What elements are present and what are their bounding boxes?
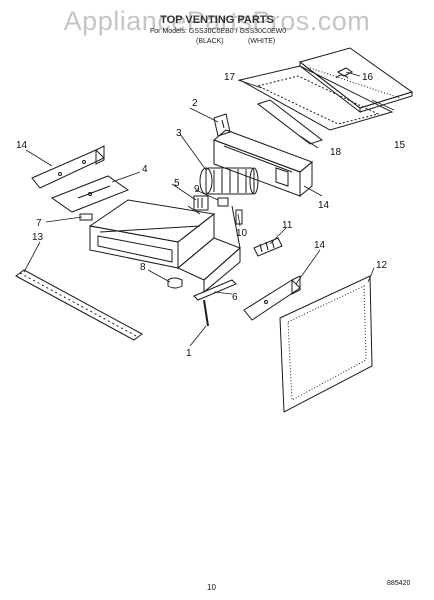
part-14-right-bracket <box>243 275 301 321</box>
part-3-blower-motor <box>199 167 259 195</box>
callout-18: 17 <box>224 72 236 83</box>
callout-19: 18 <box>330 147 342 158</box>
callout-14-left: 14 <box>16 140 28 151</box>
color-black-label: (BLACK) <box>196 38 224 45</box>
page-number: 10 <box>207 583 216 592</box>
callout-10: 10 <box>236 228 248 239</box>
part-17-clip <box>337 67 353 77</box>
part-9-switch <box>217 197 229 207</box>
part-4-mounting-plate <box>50 175 130 213</box>
callout-9: 9 <box>194 184 200 195</box>
callout-13: 13 <box>32 232 44 243</box>
leader-lines <box>23 71 395 347</box>
main-vent-tray <box>88 195 241 294</box>
color-white-label: (WHITE) <box>248 38 276 45</box>
callout-17: 16 <box>362 72 374 83</box>
callout-6: 6 <box>232 292 238 303</box>
callout-7: 7 <box>36 218 42 229</box>
models-line: For Models: GSS30C0EB0 / GSS30C0EW0 <box>150 28 287 35</box>
part-10-wire-lead <box>231 205 243 249</box>
callout-15: 14 <box>318 200 330 211</box>
callout-8: 8 <box>140 262 146 273</box>
callout-5: 5 <box>174 178 180 189</box>
part-15-duct-housing <box>213 129 313 198</box>
part-1-rod <box>203 299 209 327</box>
diagram-title: TOP VENTING PARTS <box>160 14 274 26</box>
part-19-strip <box>256 99 324 145</box>
diagram-code: 885420 <box>387 580 411 587</box>
part-8-connector <box>167 277 183 289</box>
callout-11: 11 <box>282 220 293 231</box>
callout-12: 12 <box>376 260 388 271</box>
callout-16: 15 <box>394 140 406 151</box>
callout-4: 4 <box>142 164 148 175</box>
callout-1: 1 <box>186 348 192 359</box>
callout-14-right: 14 <box>314 240 326 251</box>
callout-2: 2 <box>192 98 198 109</box>
part-18-insulation-panel <box>238 65 394 131</box>
part-12-rear-panel <box>279 275 373 413</box>
part-11-terminal-block <box>253 237 283 257</box>
callout-labels: 2 3 17 16 15 18 14 14 4 5 9 10 11 7 13 8… <box>16 72 406 359</box>
part-6-rail <box>193 279 237 301</box>
part-16-top-cover <box>298 47 414 114</box>
callout-3: 3 <box>176 128 182 139</box>
part-14-left-bracket <box>31 145 105 189</box>
part-13-trim-strip <box>15 269 143 341</box>
